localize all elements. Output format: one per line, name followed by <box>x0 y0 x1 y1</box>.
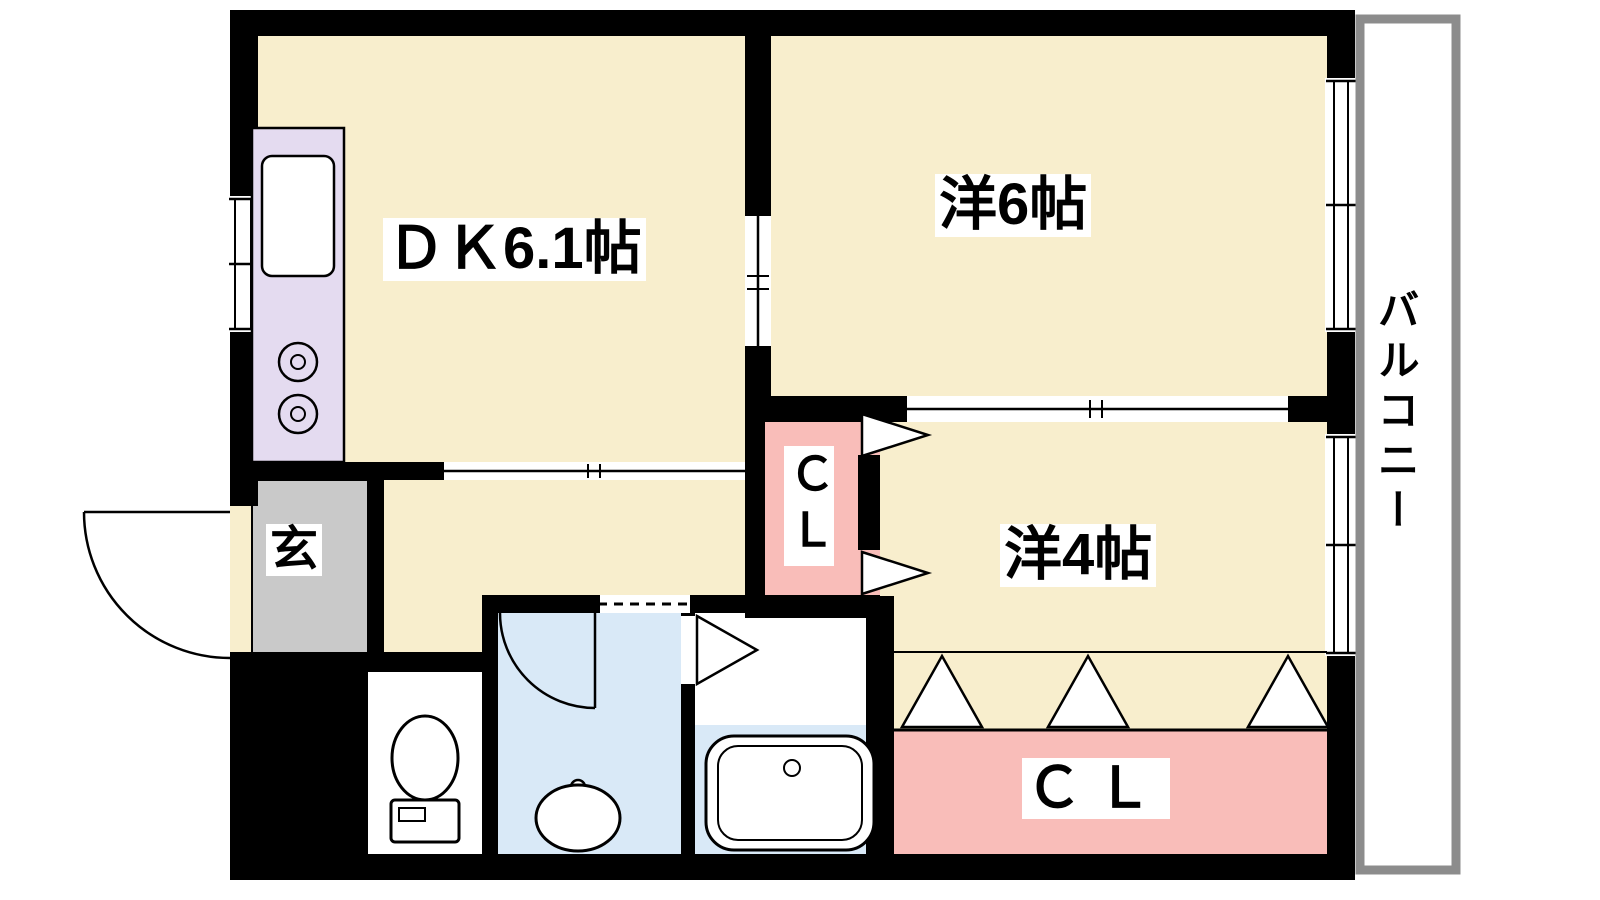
stove-burner <box>277 393 319 435</box>
closet-middle-door-marker-bottom <box>860 550 933 596</box>
western4-window <box>1325 434 1357 656</box>
stove-burner-center <box>290 354 306 370</box>
wall-right-lower <box>1327 654 1355 880</box>
entrance-label: 玄 <box>266 524 323 577</box>
wall-entrance-right <box>368 480 384 655</box>
closet-bottom-label: ＣＬ <box>1022 758 1170 819</box>
dk-room-label: ＤＫ6.1帖 <box>383 218 646 281</box>
sink <box>260 154 336 278</box>
toilet-tank-lid <box>398 807 426 822</box>
room-fills <box>230 10 1355 854</box>
kitchen-counter <box>250 126 346 464</box>
wall-western6-western4-left <box>745 396 907 422</box>
closet-doors <box>860 412 1331 732</box>
entrance-door <box>82 510 231 660</box>
washbasin-bowl <box>534 783 622 853</box>
bathroom-door <box>681 613 760 687</box>
washroom-door <box>498 612 597 710</box>
stove-burner <box>277 341 319 383</box>
walls <box>230 10 1355 880</box>
bathroom-door-gap <box>681 616 695 684</box>
closet-bottom-folding-door <box>1245 653 1331 729</box>
doors <box>82 510 760 710</box>
wall-right-upper <box>1327 10 1355 80</box>
wall-closet-middle-right <box>858 455 880 550</box>
bathtub-outer <box>704 734 876 852</box>
entrance-door-arc <box>82 511 231 660</box>
wall-closet-middle-left <box>745 410 765 618</box>
bathtub-drain <box>783 759 801 777</box>
closet-middle-door-marker-top <box>860 412 933 458</box>
bathroom-door-marker <box>695 613 760 687</box>
wall-toilet-top <box>368 652 482 672</box>
sliding-door-dk-hall <box>444 462 745 480</box>
western6-window <box>1325 78 1357 332</box>
wall-bottom-left-block <box>230 652 368 880</box>
western6-room-label: 洋6帖 <box>935 174 1092 237</box>
toilet-bowl <box>390 714 460 802</box>
wall-dk-hall <box>252 462 444 480</box>
wall-washroom-top-right <box>690 595 880 613</box>
toilet <box>389 714 461 844</box>
sliding-door-western6-western4 <box>907 396 1288 422</box>
closet-middle-label: ＣＬ <box>783 446 835 566</box>
closet-bottom-folding-door <box>1045 653 1131 729</box>
wall-top <box>230 10 1355 36</box>
pocket-door-gap <box>600 595 690 613</box>
wall-dk-western6-upper <box>745 26 771 216</box>
western4-room-label: 洋4帖 <box>1000 524 1157 587</box>
pocket-door-washroom <box>598 595 692 613</box>
wall-western6-western4-right <box>1288 396 1355 422</box>
bathtub <box>704 734 876 852</box>
windows-and-openings <box>228 78 1357 656</box>
closet-bottom-folding-door <box>899 653 985 729</box>
washbasin <box>534 778 622 853</box>
balcony-label: バルコニー <box>1372 284 1419 542</box>
washroom-door-arc <box>498 612 596 710</box>
sliding-door-dk-western6 <box>745 216 771 346</box>
wall-washroom-top-left <box>482 595 602 613</box>
bathtub-inner <box>717 745 863 841</box>
wall-bottom <box>230 854 1355 880</box>
stove-burner-center <box>290 406 306 422</box>
wall-washroom-left <box>482 595 498 854</box>
